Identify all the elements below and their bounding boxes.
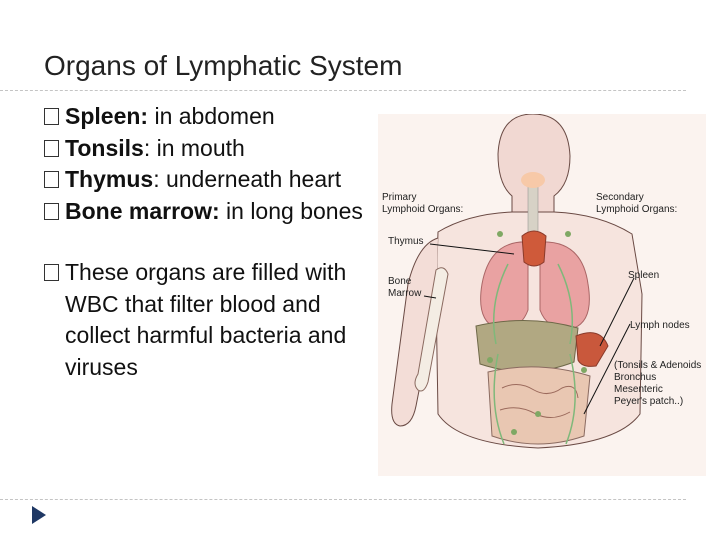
secondary-list-3: Mesenteric <box>614 384 663 395</box>
spleen-label: Spleen <box>628 270 659 281</box>
play-arrow-icon[interactable] <box>32 506 46 529</box>
bullet-bone-marrow: Bone marrow: in long bones <box>44 196 374 228</box>
checkbox-bullet-icon <box>44 171 59 188</box>
bullet-text: in long bones <box>220 198 363 224</box>
bullet-term: Bone marrow: <box>65 198 220 224</box>
secondary-list-4: Peyer's patch..) <box>614 396 683 407</box>
bullet-thymus: Thymus: underneath heart <box>44 164 374 196</box>
bullet-list: Spleen: in abdomen Tonsils: in mouth Thy… <box>44 101 374 383</box>
checkbox-bullet-icon <box>44 203 59 220</box>
checkbox-bullet-icon <box>44 108 59 125</box>
bullet-term: Thymus <box>65 166 153 192</box>
lymph-nodes-label: Lymph nodes <box>630 320 690 331</box>
primary-label-2: Lymphoid Organs: <box>382 204 463 215</box>
lymphatic-illustration: Primary Lymphoid Organs: Secondary Lymph… <box>378 114 706 476</box>
bullet-term: Tonsils <box>65 135 144 161</box>
bullet-spleen: Spleen: in abdomen <box>44 101 374 133</box>
slide-title: Organs of Lymphatic System <box>44 50 402 82</box>
secondary-label-1: Secondary <box>596 192 644 203</box>
primary-label-1: Primary <box>382 192 416 203</box>
bone-label-2: Marrow <box>388 288 422 299</box>
secondary-list-1: (Tonsils & Adenoids <box>614 360 701 371</box>
lymphatic-diagram: Primary Lymphoid Organs: Secondary Lymph… <box>378 114 706 476</box>
bullet-term: Spleen: <box>65 103 148 129</box>
note-text: These organs are filled with WBC that fi… <box>65 259 346 380</box>
secondary-list-2: Bronchus <box>614 372 656 383</box>
bone-label-1: Bone <box>388 276 412 287</box>
checkbox-bullet-icon <box>44 140 59 157</box>
checkbox-bullet-icon <box>44 264 59 281</box>
thymus-label: Thymus <box>388 236 424 247</box>
bullet-text: : in mouth <box>144 135 245 161</box>
bullet-note: These organs are filled with WBC that fi… <box>44 257 374 383</box>
bullet-text: : underneath heart <box>153 166 341 192</box>
bullet-tonsils: Tonsils: in mouth <box>44 133 374 165</box>
footer-divider <box>0 499 686 500</box>
secondary-label-2: Lymphoid Organs: <box>596 204 677 215</box>
play-arrow-shape <box>32 506 46 524</box>
title-divider <box>0 90 686 91</box>
bullet-text: in abdomen <box>148 103 275 129</box>
